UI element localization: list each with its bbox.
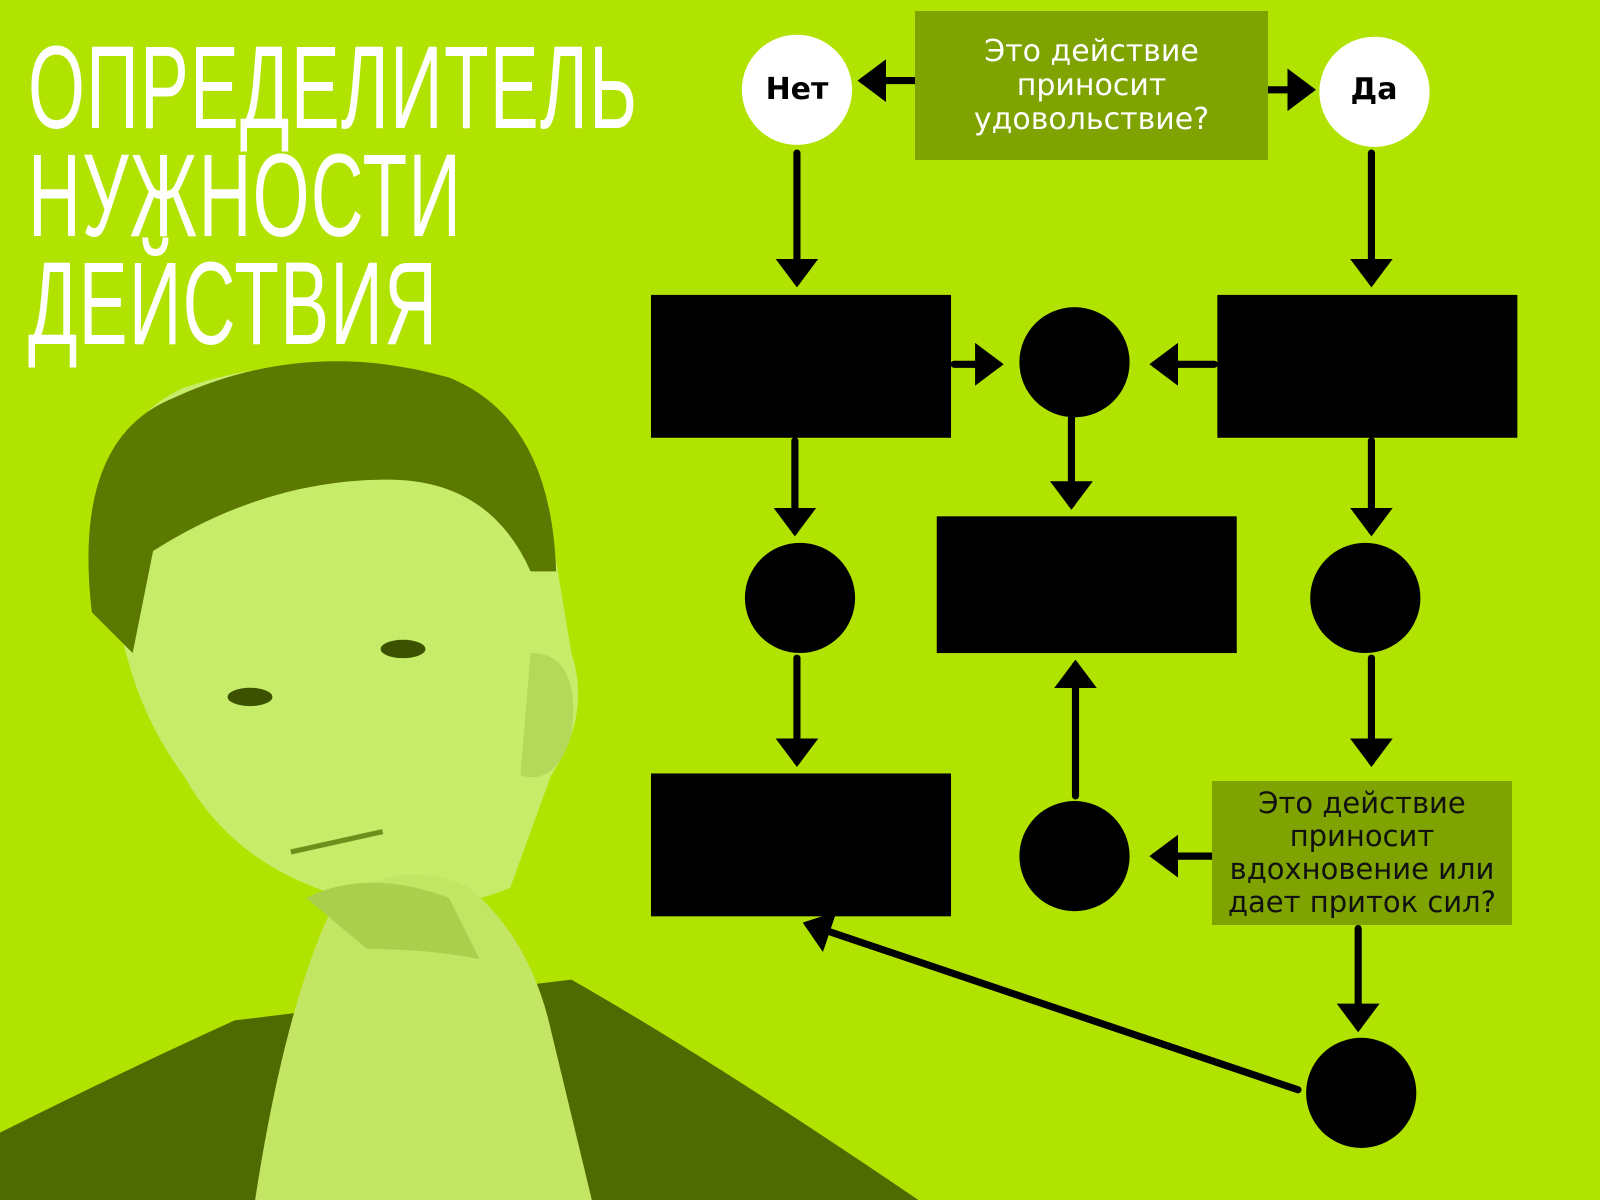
title-line: ОПРЕДЕЛИТЕЛЬ (28, 22, 639, 154)
title-line: НУЖНОСТИ (28, 130, 463, 262)
box-yes-1 (1217, 294, 1518, 438)
box-center (936, 516, 1237, 654)
question-box-inspiration: Это действие приносит вдохновение или да… (1212, 781, 1512, 925)
box-no-1 (651, 294, 952, 438)
yes-circle (1319, 36, 1430, 147)
circle-left-mid (744, 542, 856, 654)
question-text: Это действие приносит вдохновение или да… (1227, 786, 1497, 919)
yes-label: Да (1350, 72, 1398, 107)
title-line: ДЕЙСТВИЯ (28, 238, 439, 370)
no-circle (741, 34, 853, 145)
circle-right-mid (1310, 542, 1421, 654)
box-no-2 (651, 773, 952, 917)
question-box-pleasure: Это действие приносит удовольствие? (915, 11, 1268, 160)
connector-arrows (773, 59, 1393, 1094)
question-text: Это действие приносит удовольствие? (973, 33, 1210, 137)
thinking-man-photo (0, 361, 919, 1200)
circle-center-bottom (1019, 801, 1130, 912)
circle-bottom-right (1306, 1037, 1417, 1148)
circle-center-top (1019, 307, 1130, 418)
page-title: ОПРЕДЕЛИТЕЛЬ НУЖНОСТИ ДЕЙСТВИЯ (28, 22, 639, 370)
no-label: Нет (765, 72, 829, 107)
